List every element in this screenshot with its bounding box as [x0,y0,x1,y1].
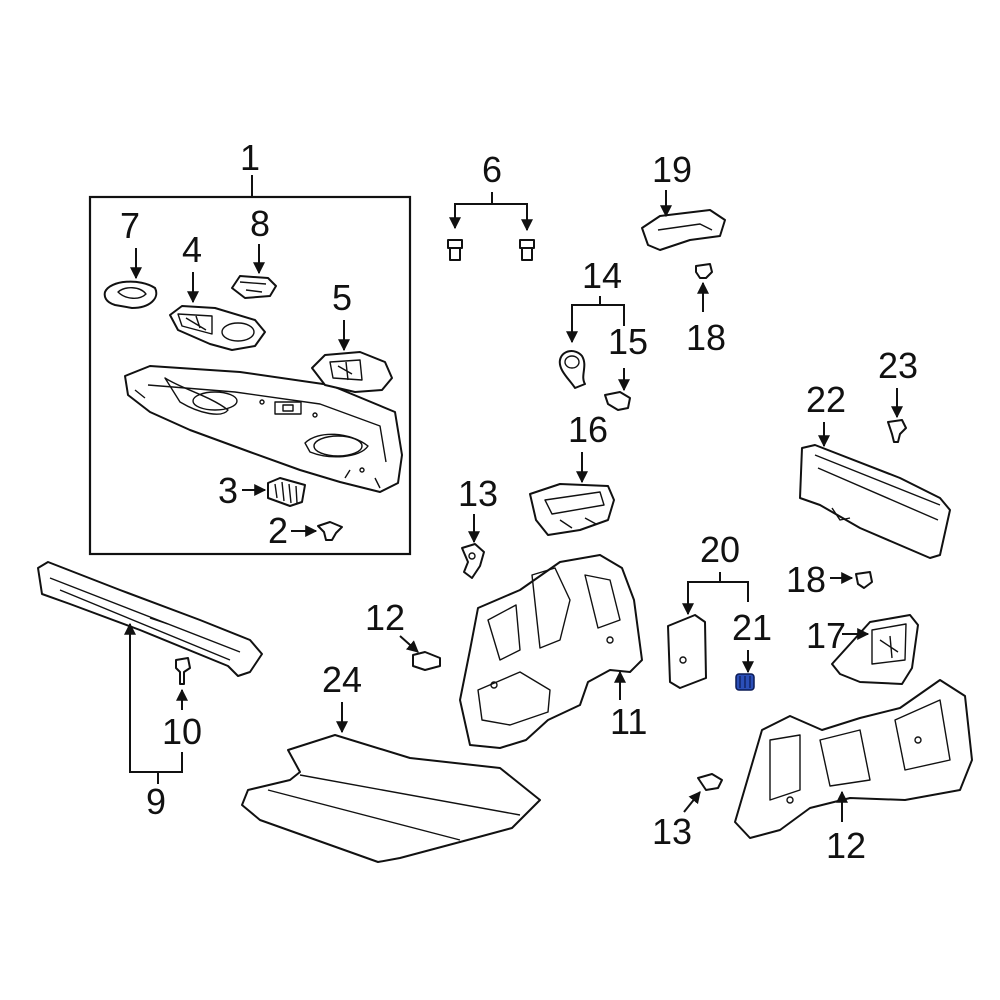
callout-10: 10 [162,711,202,752]
assembly-group-frame [88,195,412,556]
callout-16: 16 [568,409,608,450]
callout-1: 1 [240,137,260,178]
callout-11: 11 [610,701,647,742]
part-clip-18-lower[interactable] [855,571,873,589]
part-bracket-19[interactable] [641,209,726,251]
part-screw-13-lower[interactable] [697,773,723,791]
callout-13-upper: 13 [458,473,498,514]
callout-20: 20 [700,529,740,570]
part-push-clip[interactable] [317,521,343,541]
callout-17: 17 [806,615,846,656]
part-speaker-cover[interactable] [169,305,266,351]
callout-12-lower: 12 [826,825,866,866]
part-trunk-floor-mat[interactable] [241,734,541,863]
part-clip-18-upper[interactable] [695,263,713,279]
callout-9: 9 [146,781,166,822]
part-grommet[interactable] [558,350,586,389]
part-vent-grille[interactable] [267,477,306,507]
part-access-lid[interactable] [667,614,707,689]
callout-22: 22 [806,379,846,420]
callout-7: 7 [120,205,140,246]
part-trunk-side-trim-right[interactable] [734,679,973,839]
part-storage-bin-17[interactable] [831,614,919,685]
callout-8: 8 [250,203,270,244]
callout-21: 21 [732,607,772,648]
callout-3: 3 [218,470,238,511]
part-retainer-21-highlighted[interactable] [735,673,755,691]
part-screw-15[interactable] [604,391,631,411]
callout-4: 4 [182,229,202,270]
part-rear-panel-trim[interactable] [799,444,951,559]
callout-14: 14 [582,255,622,296]
part-clip-23[interactable] [887,419,907,443]
callout-5: 5 [332,277,352,318]
callout-23: 23 [878,345,918,386]
part-bolt-right[interactable] [519,239,535,261]
part-speaker-cover-right[interactable] [311,351,393,393]
callout-18-upper: 18 [686,317,726,358]
part-sill-trim[interactable] [37,561,263,677]
part-bolt-left[interactable] [447,239,463,261]
part-storage-box-16[interactable] [529,483,615,536]
callout-15: 15 [608,321,648,362]
part-clip-10[interactable] [175,657,191,685]
callout-13-lower: 13 [652,811,692,852]
callout-12-upper: 12 [365,597,405,638]
part-clip[interactable] [231,275,277,299]
callout-2: 2 [268,510,288,551]
callout-19: 19 [652,149,692,190]
part-screw-12[interactable] [412,651,441,671]
callout-6: 6 [482,149,502,190]
part-cover-cap[interactable] [103,280,158,309]
part-rear-shelf-panel[interactable] [124,365,403,493]
part-hook-13-upper[interactable] [461,543,485,579]
callout-24: 24 [322,659,362,700]
callout-18-lower: 18 [786,559,826,600]
part-trunk-side-trim-left[interactable] [459,554,643,749]
